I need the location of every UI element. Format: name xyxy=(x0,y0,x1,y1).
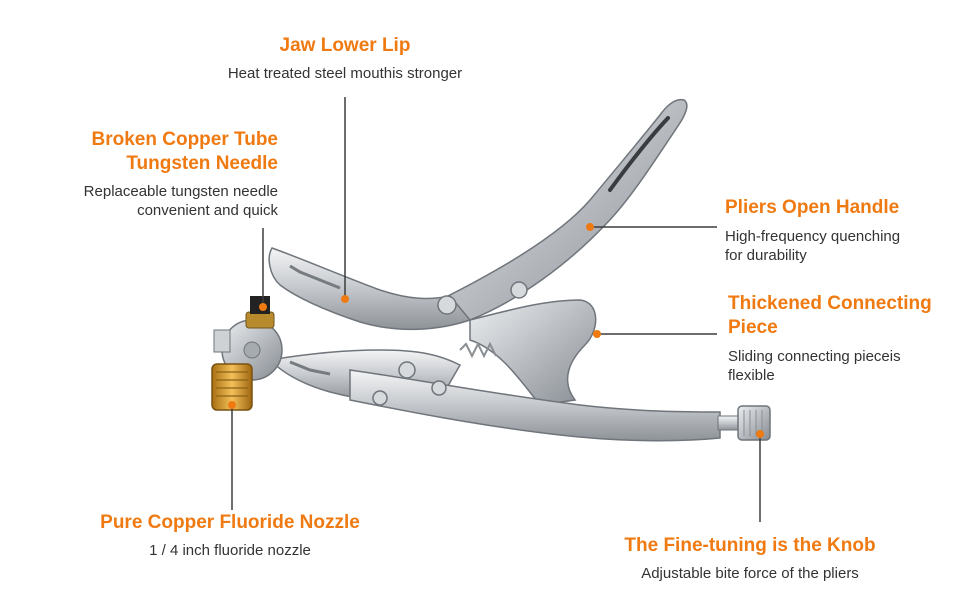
callout-description: 1 / 4 inch fluoride nozzle xyxy=(149,542,311,559)
callout-connecting-piece: Thickened Connecting Piece Sliding conne… xyxy=(728,292,968,385)
callout-title-line-2: Tungsten Needle xyxy=(126,153,278,174)
callout-description-line-2: convenient and quick xyxy=(137,202,278,219)
callout-jaw-lower-lip: Jaw Lower Lip Heat treated steel mouthis… xyxy=(180,34,510,83)
callout-title-line-1: Thickened Connecting xyxy=(728,293,932,314)
callout-description-line-1: Replaceable tungsten needle xyxy=(83,183,278,200)
callout-title: Pliers Open Handle xyxy=(725,197,900,218)
upper-jaw xyxy=(268,247,472,331)
callout-open-handle: Pliers Open Handle High-frequency quench… xyxy=(725,196,965,265)
callout-description-line-1: Sliding connecting pieceis xyxy=(728,348,901,365)
callout-description-line-2: flexible xyxy=(728,367,775,384)
callout-title: Jaw Lower Lip xyxy=(279,35,411,56)
callout-description-line-1: High-frequency quenching xyxy=(725,228,901,245)
callout-title-line-1: Broken Copper Tube xyxy=(91,129,279,150)
upper-handle xyxy=(438,98,688,321)
fine-tuning-knob-shape xyxy=(737,405,771,441)
callout-description: Heat treated steel mouthis stronger xyxy=(227,65,463,82)
callout-fine-tuning-knob: The Fine-tuning is the Knob Adjustable b… xyxy=(580,534,920,583)
callout-title-line-2: Piece xyxy=(728,317,778,338)
callout-tungsten-needle: Broken Copper Tube Tungsten Needle Repla… xyxy=(10,128,278,220)
callout-description: Adjustable bite force of the pliers xyxy=(641,565,859,582)
connecting-piece xyxy=(469,299,597,406)
callout-fluoride-nozzle: Pure Copper Fluoride Nozzle 1 / 4 inch f… xyxy=(40,511,420,560)
callout-description-line-2: for durability xyxy=(725,247,807,264)
callout-title: The Fine-tuning is the Knob xyxy=(624,535,876,556)
callout-title: Pure Copper Fluoride Nozzle xyxy=(100,512,360,533)
